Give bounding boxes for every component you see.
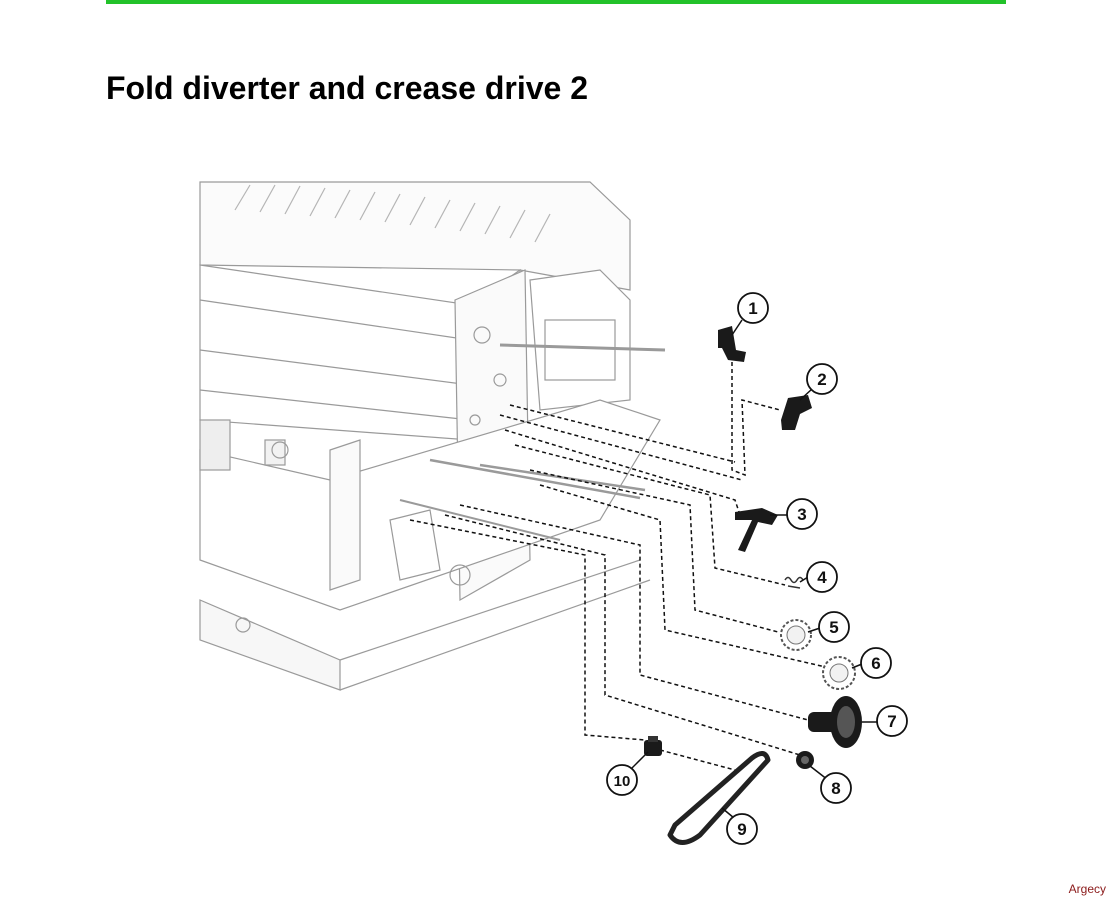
callout-9: 9 bbox=[726, 813, 758, 845]
callout-10: 10 bbox=[606, 764, 638, 796]
svg-text:9: 9 bbox=[737, 820, 746, 839]
part-6-gear bbox=[822, 656, 856, 690]
svg-text:6: 6 bbox=[871, 654, 880, 673]
callout-7: 7 bbox=[876, 705, 908, 737]
machine-assembly bbox=[199, 181, 666, 691]
top-accent-rule bbox=[106, 0, 1006, 4]
callout-2: 2 bbox=[806, 363, 838, 395]
svg-text:1: 1 bbox=[748, 299, 757, 318]
part-7-pulley-gear bbox=[808, 696, 862, 748]
callout-1: 1 bbox=[737, 292, 769, 324]
part-5-gear bbox=[780, 619, 812, 651]
callout-8: 8 bbox=[820, 772, 852, 804]
svg-text:8: 8 bbox=[831, 779, 840, 798]
svg-text:7: 7 bbox=[887, 712, 896, 731]
part-4-spring bbox=[784, 576, 804, 589]
part-9-belt bbox=[667, 751, 771, 845]
part-2-diverter-clip bbox=[781, 395, 812, 430]
explode-guide-lines bbox=[409, 362, 831, 771]
part-1-diverter-lever bbox=[718, 326, 746, 362]
part-8-small-gear bbox=[796, 751, 814, 769]
svg-text:2: 2 bbox=[817, 370, 826, 389]
svg-text:5: 5 bbox=[829, 618, 838, 637]
svg-text:4: 4 bbox=[817, 568, 827, 587]
svg-text:3: 3 bbox=[797, 505, 806, 524]
callout-6: 6 bbox=[860, 647, 892, 679]
svg-text:10: 10 bbox=[614, 773, 631, 790]
callout-3: 3 bbox=[786, 498, 818, 530]
callout-4: 4 bbox=[806, 561, 838, 593]
part-3-actuator-arm bbox=[735, 508, 778, 552]
part-10-pulley bbox=[644, 736, 662, 756]
page-title: Fold diverter and crease drive 2 bbox=[106, 70, 588, 106]
callout-5: 5 bbox=[818, 611, 850, 643]
watermark: Argecy bbox=[1068, 882, 1106, 896]
